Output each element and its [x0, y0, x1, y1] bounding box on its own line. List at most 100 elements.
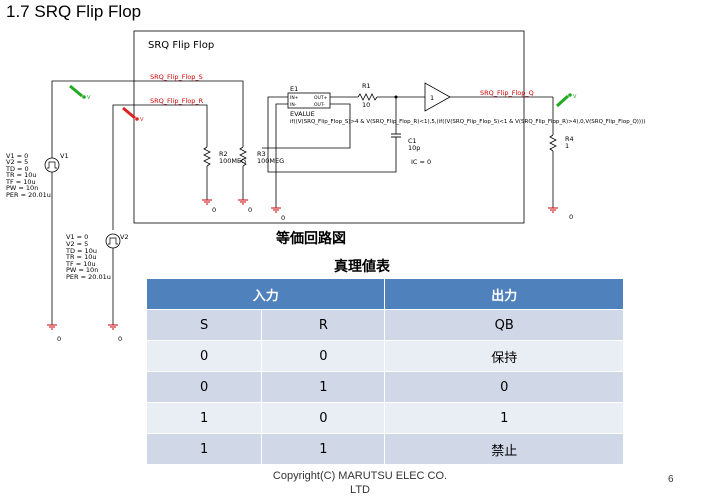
c1-value: 10p: [408, 144, 420, 152]
cell-s: 0: [145, 340, 263, 372]
e1-pin: IN-: [290, 102, 297, 108]
v2-param: TF = 10u: [65, 260, 96, 268]
copyright-line1: Copyright(C) MARUTSU ELEC CO.: [272, 470, 448, 482]
wire-feedback: [267, 96, 397, 173]
v1-params: V1 = 0 V2 = 5 TD = 0 TR = 10u TF = 10u P…: [5, 152, 51, 199]
e1-pin: IN+: [290, 95, 299, 101]
ground-label: 0: [248, 206, 252, 214]
ground-symbol: 0: [238, 199, 252, 214]
e1-expression: if((V(SRQ_Flip_Flop_S)>4 & V(SRQ_Flip_Fl…: [290, 119, 645, 125]
c1-ic: IC = 0: [411, 158, 431, 166]
v2-param: PER = 20.01u: [66, 273, 111, 281]
cell-qb: 0: [384, 371, 624, 403]
ground-label: 0: [212, 206, 216, 214]
v1-param: TD = 0: [5, 165, 29, 173]
r4-name: R4: [565, 135, 574, 143]
svg-text:V: V: [140, 117, 144, 123]
v1-param: PER = 20.01u: [6, 191, 51, 199]
r3-value: 100MEG: [257, 157, 284, 165]
cell-qb: 保持: [384, 340, 624, 372]
cell-s: 1: [145, 402, 263, 434]
resistor-r4: R4 1: [549, 97, 574, 208]
cell-qb: 1: [384, 402, 624, 434]
evalue-e1: E1 IN+ IN- OUT+ OUT- EVALUE if((V(SRQ_Fl…: [287, 85, 645, 125]
capacitor-c1: C1 10p IC = 0: [391, 97, 431, 166]
table-row: 1 0 1: [145, 402, 624, 434]
block-title: SRQ Flip Flop: [148, 40, 214, 51]
v2-param: TD = 10u: [65, 247, 97, 255]
v1-param: TF = 10u: [5, 178, 36, 186]
hierarchical-block-border: [133, 30, 525, 224]
net-label-q: SRQ_Flip_Flop_Q: [480, 89, 534, 97]
cell-s: 1: [145, 433, 263, 465]
truth-table: 入力 出力 S R QB 0 0 保持 0 1 0 1 0 1 1 1 禁止: [145, 278, 624, 465]
e1-name: E1: [290, 85, 298, 93]
v1-param: V1 = 0: [6, 152, 28, 160]
probe-red-r: V: [122, 106, 144, 123]
v1-param: TR = 10u: [5, 171, 36, 179]
resistor-r2: R2 100MEG: [203, 146, 246, 200]
v1-name: V1: [60, 152, 69, 160]
page-title: 1.7 SRQ Flip Flop: [6, 2, 142, 21]
c1-name: C1: [408, 137, 417, 145]
truth-table-caption: 真理値表: [334, 259, 390, 275]
resistor-r1: R1 10: [357, 82, 425, 109]
ground-label: 0: [569, 213, 573, 221]
cell-r: 0: [261, 340, 386, 372]
r1-name: R1: [362, 82, 371, 90]
e1-pin: OUT-: [314, 102, 325, 108]
resistor-r3: R3 100MEG: [239, 146, 284, 200]
cell-s: 0: [145, 371, 263, 403]
wire-e1-ground: [275, 103, 288, 208]
ground-symbol: 0: [202, 199, 216, 214]
buffer-amplifier: 1: [424, 82, 553, 112]
copyright-line2: LTD: [350, 484, 370, 496]
header-input: 入力: [145, 278, 386, 310]
source-v1: V1: [44, 152, 69, 325]
truth-table-column-row: S R QB: [145, 309, 624, 341]
net-label-r: SRQ_Flip_Flop_R: [150, 97, 204, 105]
probe-green-s: V: [69, 84, 91, 101]
wire-net-r: [112, 104, 208, 230]
cell-qb: 禁止: [384, 433, 624, 465]
col-r: R: [261, 309, 386, 341]
cell-r: 1: [261, 371, 386, 403]
header-output: 出力: [384, 278, 624, 310]
svg-text:V: V: [573, 94, 577, 100]
v2-param: PW = 10n: [66, 266, 98, 274]
ground-symbol: 0: [108, 324, 122, 343]
buffer-gain: 1: [430, 94, 434, 102]
v2-param: V2 = 5: [66, 240, 88, 248]
table-row: 0 0 保持: [145, 340, 624, 372]
table-row: 0 1 0: [145, 371, 624, 403]
r2-name: R2: [219, 150, 228, 158]
cell-r: 0: [261, 402, 386, 434]
v2-name: V2: [120, 233, 129, 241]
copyright-notice: Copyright(C) MARUTSU ELEC CO. LTD: [262, 469, 458, 497]
v1-param: PW = 10n: [6, 184, 38, 192]
svg-text:V: V: [87, 95, 91, 101]
v2-param: TR = 10u: [65, 253, 96, 261]
ground-label: 0: [281, 214, 285, 222]
source-v2: V2: [105, 233, 129, 325]
net-label-s: SRQ_Flip_Flop_S: [150, 73, 203, 81]
circuit-caption: 等価回路図: [276, 231, 346, 247]
col-s: S: [145, 309, 263, 341]
e1-type: EVALUE: [290, 110, 315, 118]
ground-symbol: 0: [47, 324, 61, 343]
r4-value: 1: [565, 142, 569, 150]
ground-label: 0: [118, 335, 122, 343]
ground-symbol: 0: [271, 207, 285, 222]
r2-value: 100MEG: [219, 157, 246, 165]
probe-green-q: V: [555, 93, 577, 108]
r1-value: 10: [362, 101, 370, 109]
ground-label: 0: [57, 335, 61, 343]
v2-params: V1 = 0 V2 = 5 TD = 10u TR = 10u TF = 10u…: [65, 233, 111, 281]
wire-e1-out-n: [262, 103, 351, 149]
e1-pin: OUT+: [314, 95, 328, 101]
v2-param: V1 = 0: [66, 233, 88, 241]
truth-table-header-row: 入力 出力: [145, 278, 624, 310]
wire-net-s: [51, 80, 244, 152]
r3-name: R3: [257, 150, 266, 158]
